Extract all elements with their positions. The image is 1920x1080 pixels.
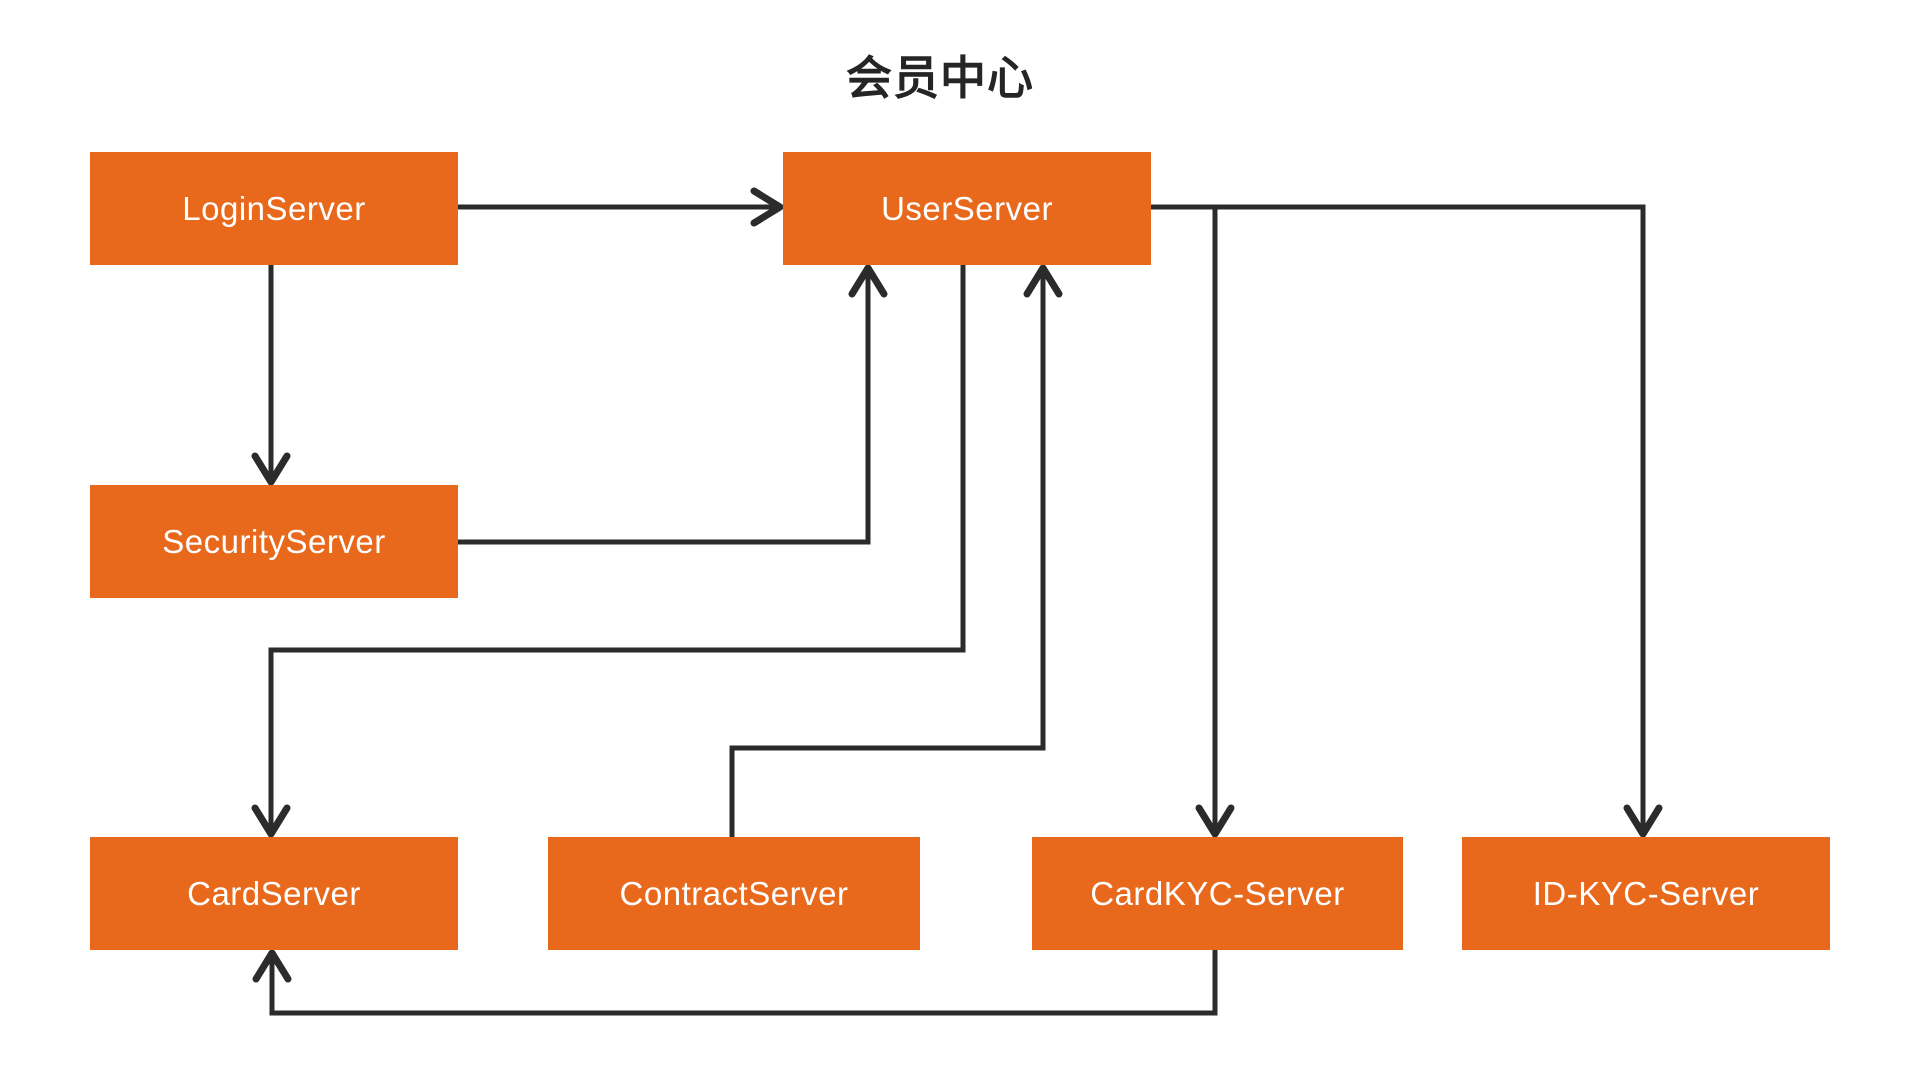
node-user: UserServer xyxy=(783,152,1151,265)
edge-user-to-cardkyc xyxy=(1150,204,1235,838)
node-card: CardServer xyxy=(90,837,458,950)
edge-cardkyc-to-card xyxy=(252,949,1218,1016)
node-contract: ContractServer xyxy=(548,837,920,950)
node-idkyc: ID-KYC-Server xyxy=(1462,837,1830,950)
node-label: LoginServer xyxy=(182,189,366,227)
node-cardkyc: CardKYC-Server xyxy=(1032,837,1403,950)
diagram-title: 会员中心 xyxy=(846,52,1034,104)
node-label: UserServer xyxy=(881,189,1053,227)
node-security: SecurityServer xyxy=(90,485,458,598)
node-label: CardServer xyxy=(187,874,361,912)
node-label: ID-KYC-Server xyxy=(1532,874,1760,912)
node-label: SecurityServer xyxy=(162,522,386,560)
node-login: LoginServer xyxy=(90,152,458,265)
node-label: ContractServer xyxy=(619,874,849,912)
edge-user-to-idkyc xyxy=(1150,204,1663,838)
edge-user-to-card xyxy=(251,265,966,838)
edge-contract-to-user xyxy=(729,264,1063,837)
edge-security-to-user xyxy=(458,264,888,545)
node-label: CardKYC-Server xyxy=(1090,874,1345,912)
